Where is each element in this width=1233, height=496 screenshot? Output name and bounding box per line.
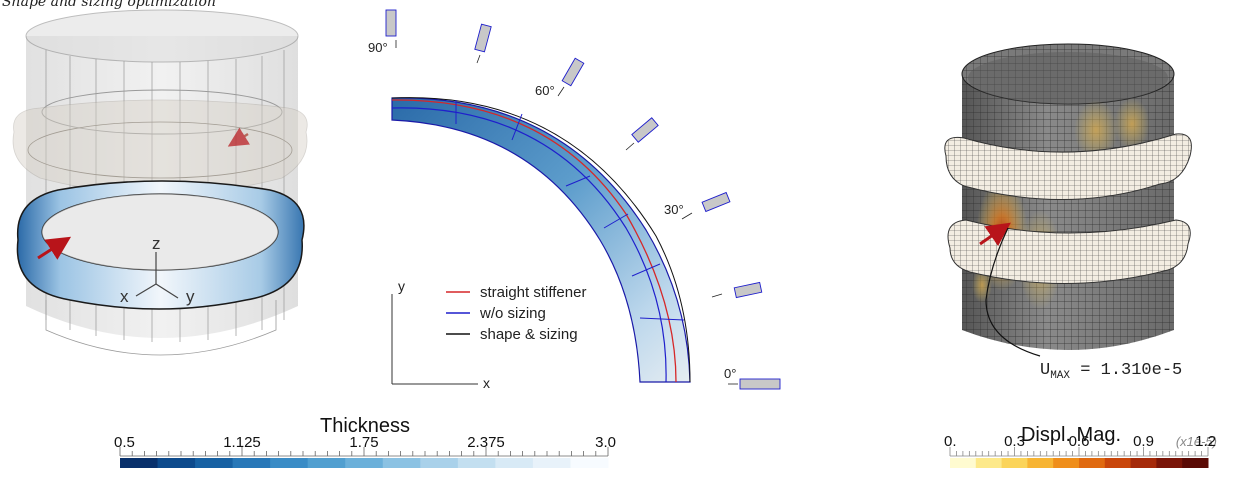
thickness-bin-4: [270, 458, 309, 468]
displacement-tick-label: 0.: [944, 433, 957, 450]
thickness-bin-5: [307, 458, 346, 468]
displacement-tick-label: 0.3: [1004, 433, 1025, 450]
displacement-colorbar-title: Displ. Mag.: [1021, 424, 1121, 446]
displacement-bin-1: [975, 458, 1003, 468]
displacement-bin-7: [1130, 458, 1157, 468]
angle-label-90: 90°: [368, 40, 388, 55]
umax-symbol: U: [1040, 361, 1050, 380]
legend-label-shape-sizing: shape & sizing: [480, 326, 578, 343]
thickness-tick-label: 2.375: [467, 434, 505, 451]
thickness-bin-10: [495, 458, 534, 468]
angle-label-60: 60°: [535, 83, 555, 98]
left-cylinder-figure: z x y: [12, 9, 308, 356]
triad-z-label: z: [152, 234, 161, 253]
thickness-tick-label: 3.0: [595, 434, 616, 451]
thickness-tick-label: 0.5: [114, 434, 135, 451]
displacement-bin-2: [1001, 458, 1028, 468]
figure-caption: Shape and sizing optimization: [2, 0, 216, 10]
umax-subscript: MAX: [1050, 370, 1070, 382]
displacement-colorbar: Displ. Mag. (x1e-5) 0. 0.3 0.6 0.9 1.2: [944, 424, 1217, 468]
thickness-tick-labels: 0.5 1.125 1.75 2.375 3.0: [114, 434, 616, 451]
middle-axis-x-label: x: [483, 375, 490, 391]
angle-label-30: 30°: [664, 202, 684, 217]
thickness-tick-label: 1.125: [223, 434, 261, 451]
thickness-bin-6: [345, 458, 384, 468]
thickness-tick-label: 1.75: [349, 434, 378, 451]
displacement-bin-0: [950, 458, 977, 468]
thickness-bin-2: [195, 458, 234, 468]
displacement-tick-labels: 0. 0.3 0.6 0.9 1.2: [944, 433, 1216, 450]
thickness-colorbar: Thickness 0.5 1.125 1.75 2.375 3.0: [114, 415, 616, 468]
thickness-bin-12: [570, 458, 609, 468]
displacement-bin-4: [1053, 458, 1080, 468]
right-displacement-figure: UMAX = 1.310e-5: [944, 43, 1192, 382]
displacement-bin-8: [1156, 458, 1183, 468]
umax-value: = 1.310e-5: [1070, 361, 1182, 380]
angle-label-0: 0°: [724, 366, 736, 381]
legend-label-wo-sizing: w/o sizing: [479, 305, 546, 322]
displacement-tick-label: 0.9: [1133, 433, 1154, 450]
thickness-bin-11: [532, 458, 571, 468]
triad-y-label: y: [186, 287, 195, 306]
legend-label-straight: straight stiffener: [480, 284, 586, 301]
thickness-colorbar-title: Thickness: [320, 415, 410, 437]
displacement-bin-9: [1182, 458, 1209, 468]
thickness-bin-9: [457, 458, 496, 468]
middle-stiffener-figure: 90° 60° 30° 0° y x straight stiffener w/…: [368, 9, 781, 391]
displacement-bin-6: [1104, 458, 1132, 468]
umax-readout: UMAX = 1.310e-5: [1040, 361, 1182, 382]
displacement-scale-note: (x1e-5): [1176, 434, 1217, 449]
thickness-bin-3: [232, 458, 271, 468]
displacement-tick-label: 1.2: [1195, 433, 1216, 450]
thickness-bin-8: [420, 458, 459, 468]
thickness-bin-1: [157, 458, 196, 468]
middle-axis-y-label: y: [398, 278, 405, 294]
displacement-tick-label: 0.6: [1069, 433, 1090, 450]
middle-legend: straight stiffener w/o sizing shape & si…: [446, 284, 586, 343]
thickness-bin-0: [120, 458, 159, 468]
displacement-bin-5: [1079, 458, 1106, 468]
thickness-bin-7: [382, 458, 421, 468]
triad-x-label: x: [120, 287, 129, 306]
displacement-bin-3: [1027, 458, 1054, 468]
